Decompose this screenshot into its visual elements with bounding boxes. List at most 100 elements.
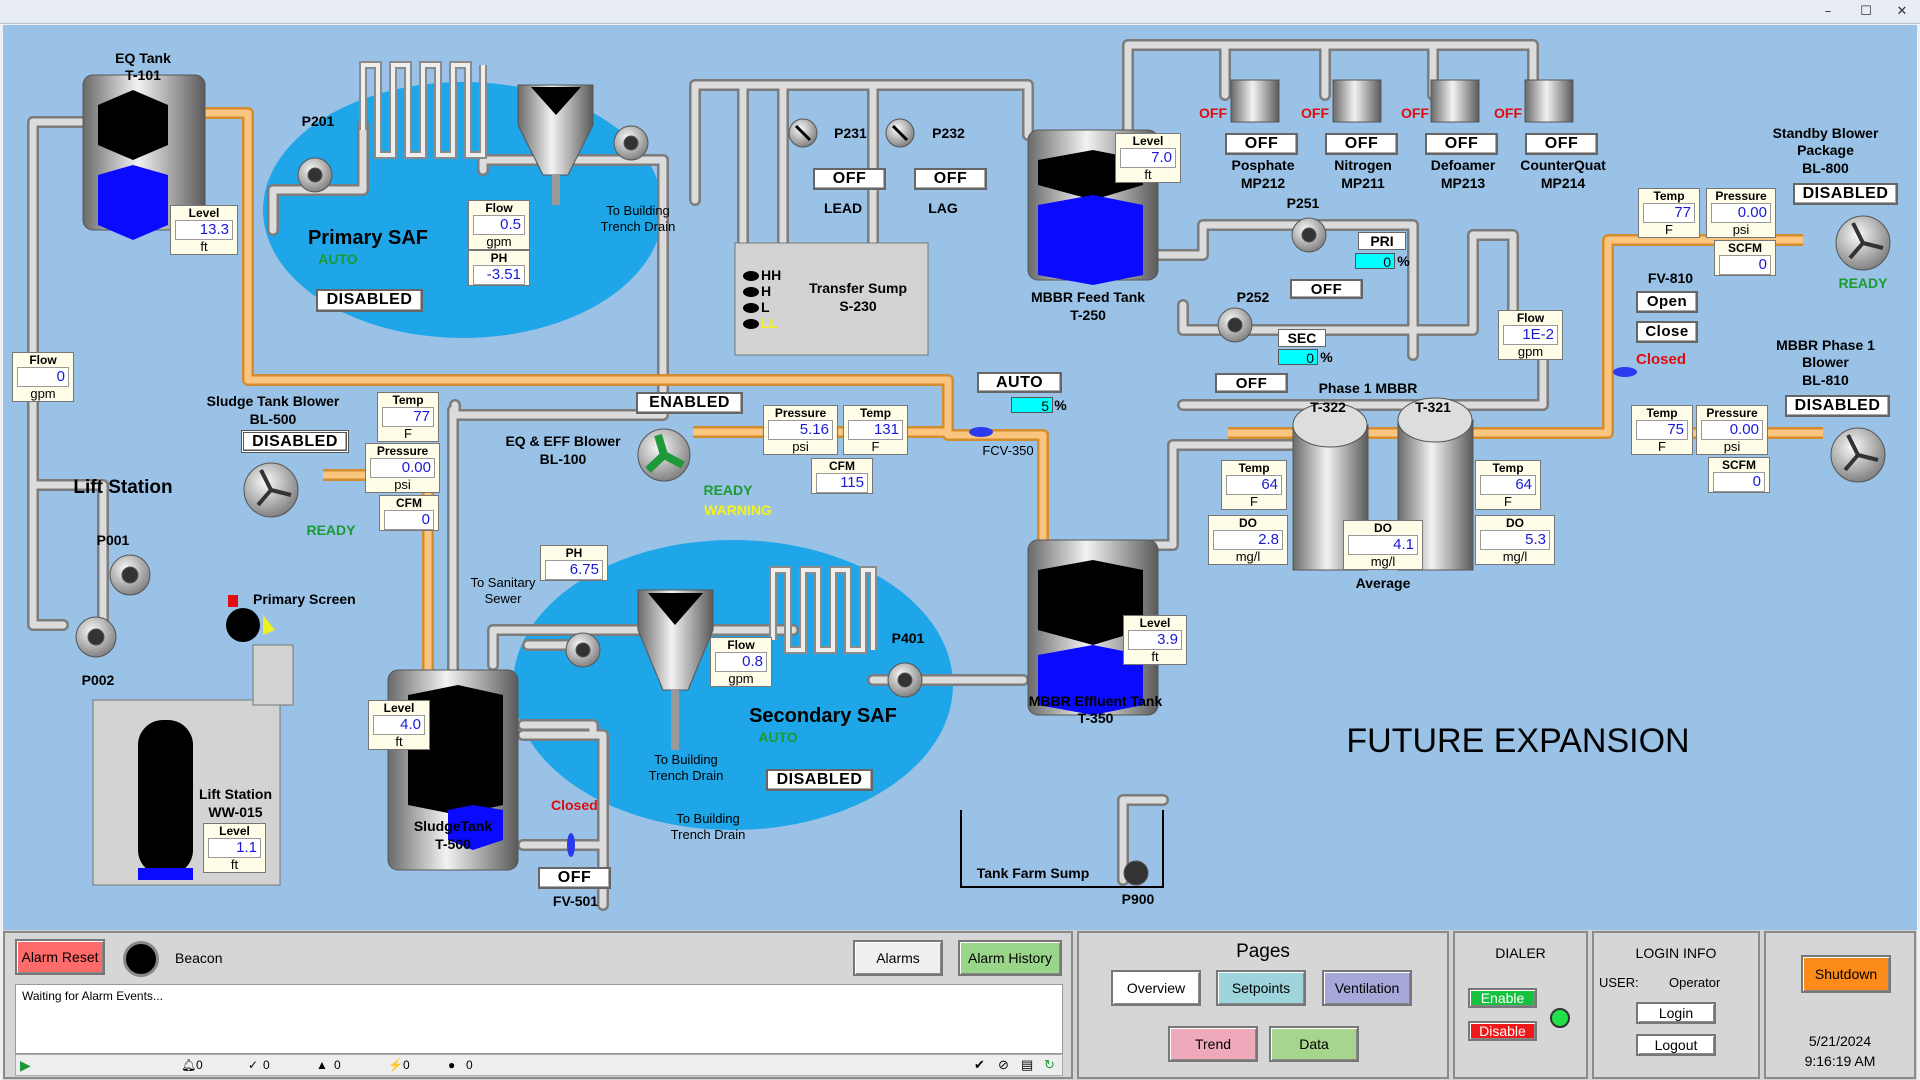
eq-blower-warning: WARNING [704,502,772,518]
eq-blower-name: EQ & EFF Blower [505,433,621,449]
active-count-icon: ▲ [316,1058,328,1072]
eq-blower-state-button[interactable]: ENABLED [636,392,743,414]
fv501-state-button[interactable]: OFF [538,867,611,889]
alarm-event-list[interactable]: Waiting for Alarm Events... [15,984,1063,1054]
p232-label: P232 [932,125,965,141]
mp213-state-button[interactable]: OFF [1425,133,1498,155]
primary-screen-symbol [226,608,260,642]
process-graphics [27,39,1891,911]
maximize-icon[interactable]: ☐ [1860,4,1872,19]
fv501-tag: FV-501 [552,893,599,909]
dialer-disable-button[interactable]: Disable [1468,1021,1537,1041]
minimize-icon[interactable]: – [1824,4,1832,19]
beacon-label: Beacon [175,950,223,966]
p900-label: P900 [1121,891,1155,907]
system-panel: Shutdown 5/21/2024 9:16:19 AM [1764,931,1916,1079]
alarm-count-3: 0 [334,1058,341,1072]
t322-tag: T-322 [1310,399,1346,415]
mp214-state-button[interactable]: OFF [1525,133,1598,155]
phase1-blower-state-button[interactable]: DISABLED [1785,395,1890,417]
secondary-saf-state-button[interactable]: DISABLED [766,769,873,791]
sump-l-label: L [761,299,770,315]
mp211-state-button[interactable]: OFF [1325,133,1398,155]
p251-role: PRI [1358,232,1406,250]
mp211-name: Nitrogen [1334,157,1392,173]
login-button[interactable]: Login [1636,1002,1716,1024]
alarm-history-button[interactable]: Alarm History [958,940,1062,976]
mp214-status: OFF [1494,105,1522,121]
alarm-count-5: 0 [466,1058,473,1072]
login-panel: LOGIN INFO USER: Operator Login Logout [1592,931,1760,1079]
phase1-blower-tag: BL-810 [1802,372,1849,388]
p251-speed-bar: 0 [1355,253,1395,270]
mp213-name: Defoamer [1430,157,1496,173]
silence-icon[interactable]: ⊘ [998,1057,1009,1072]
trend-button[interactable]: Trend [1168,1026,1258,1062]
transfer-sump-name: Transfer Sump [808,280,908,296]
primary-saf-state-button[interactable]: DISABLED [316,289,423,312]
standby-blower-state-button[interactable]: DISABLED [1793,183,1898,205]
alarm-status-strip: ▶ 🔔︎0 ✓0 ▲0 ⚡0 ●0 ✔ ⊘ ▤ ↻ [15,1054,1063,1076]
suppressed-count-icon: ● [448,1058,456,1072]
dialer-title: DIALER [1495,945,1546,961]
alarm-reset-button[interactable]: Alarm Reset [15,939,105,975]
fcv350-mode-button[interactable]: AUTO [977,372,1062,393]
shelved-count-icon: ⚡ [388,1058,403,1072]
primary-saf-drain-label: To Building Trench Drain [600,203,676,234]
dialer-panel: DIALER Enable Disable [1453,931,1588,1079]
pump-symbols [75,118,1327,886]
sludge-blower-status: READY [306,522,356,538]
overview-button[interactable]: Overview [1111,970,1201,1006]
dialer-status-icon [1550,1008,1570,1028]
fv810-close-button[interactable]: Close [1636,321,1698,343]
eq-tank-vessel [82,74,206,240]
refresh-icon[interactable]: ↻ [1044,1057,1055,1072]
eq-blower-tag: BL-100 [539,451,587,467]
mp211-tag: MP211 [1341,175,1385,191]
lead-pump-state-button[interactable]: OFF [813,168,886,190]
print-icon[interactable]: ▤ [1021,1057,1034,1072]
lag-pump-state-button[interactable]: OFF [914,168,987,190]
fcv350-percent-sign: % [1054,397,1067,413]
p001-label: P001 [96,532,130,548]
fv810-open-button[interactable]: Open [1636,291,1698,313]
alarms-button[interactable]: Alarms [853,940,943,976]
setpoints-button[interactable]: Setpoints [1216,970,1306,1006]
lag-label: LAG [928,200,958,216]
beacon-icon [123,941,159,977]
p252-state-button[interactable]: OFF [1215,373,1288,393]
close-icon[interactable]: ✕ [1896,4,1908,19]
alarm-count-1: 0 [196,1058,203,1072]
acknowledge-icon[interactable]: ✔ [974,1057,985,1072]
sludge-blower-state-button[interactable]: DISABLED [241,430,349,453]
mbbr-effluent-name: MBBR Effluent Tank [1028,693,1163,709]
login-title: LOGIN INFO [1635,945,1717,961]
ventilation-button[interactable]: Ventilation [1322,970,1412,1006]
mp212-tag: MP212 [1240,175,1286,191]
logout-button[interactable]: Logout [1636,1034,1716,1056]
fcv350-valve-symbol [969,427,993,437]
dialer-enable-button[interactable]: Enable [1468,988,1537,1008]
shutdown-button[interactable]: Shutdown [1801,955,1891,993]
transfer-sump-vessel [734,242,929,356]
primary-screen-label: Primary Screen [253,591,356,607]
blower-symbols [243,215,1891,518]
mp212-state-button[interactable]: OFF [1225,133,1298,155]
fv501-status: Closed [551,797,598,813]
data-button[interactable]: Data [1269,1026,1359,1062]
future-expansion-label: FUTURE EXPANSION [1346,722,1690,760]
average-label: Average [1355,575,1411,591]
p251-state-button[interactable]: OFF [1290,279,1363,299]
